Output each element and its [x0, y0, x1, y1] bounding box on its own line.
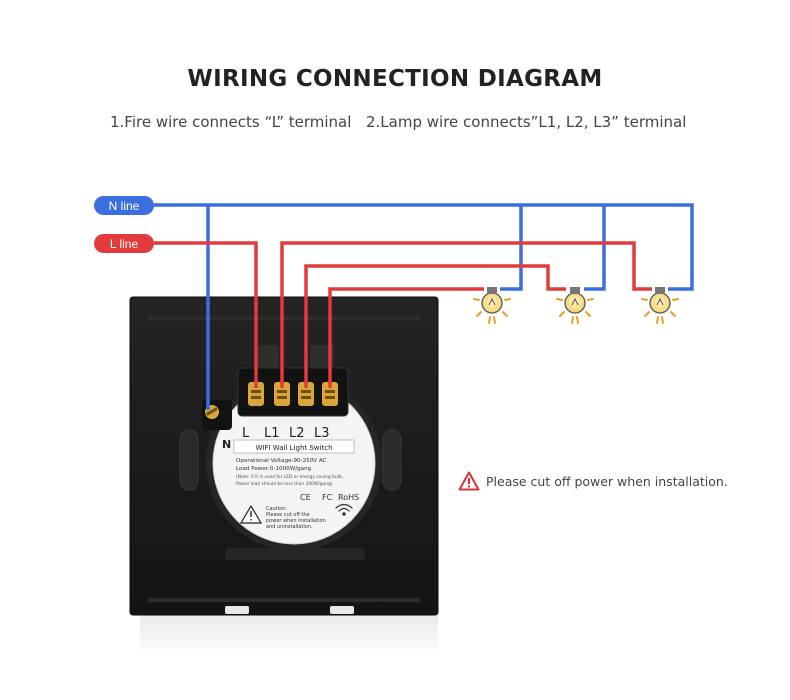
terminal-label-n: N [222, 438, 231, 451]
warning-text: Please cut off power when installation. [486, 473, 728, 489]
terminal-label-l1: L1 [264, 426, 280, 441]
n-wire-lamp2 [584, 205, 606, 291]
caution-line-3: and uninstallation. [266, 524, 313, 530]
page-title: WIRING CONNECTION DIAGRAM [187, 66, 603, 92]
n-line-tag [94, 196, 154, 215]
l-line-tag [94, 234, 154, 253]
caution-title: Caution: [266, 506, 287, 512]
screw-l1 [274, 382, 290, 406]
terminal-label-l: L [242, 426, 250, 441]
n-wire-lamp1 [500, 205, 523, 291]
screw-l [248, 382, 264, 406]
terminal-label-l3: L3 [314, 426, 330, 441]
product-label-box [233, 439, 355, 454]
instruction-step-2: 2.Lamp wire connects”L1, L2, L3” termina… [366, 113, 687, 131]
l-wire-l1-lamp3 [280, 241, 652, 388]
wifi-icon [335, 503, 353, 516]
caution-icon [239, 504, 263, 524]
cert-fcc: FC [322, 493, 333, 502]
l-wire-l2-lamp2 [304, 264, 566, 388]
spec-load: Load Power:0-1000W/gang [236, 466, 312, 472]
screw-l3 [322, 382, 338, 406]
n-line-label: N line [109, 199, 140, 213]
n-wire-main [154, 203, 694, 291]
cert-ce: CE [300, 493, 311, 502]
panel-reflection [140, 615, 438, 655]
instruction-step-1: 1.Fire wire connects “L” terminal [110, 113, 352, 131]
bulb-3 [641, 287, 679, 324]
spec-voltage: Operational Voltage:90-250V AC [236, 458, 327, 464]
l-wire-live [154, 241, 258, 388]
cert-rohs: RoHS [338, 493, 359, 502]
spec-note-1: (Note: if it is used for LED or energy s… [236, 474, 343, 480]
terminal-screws [205, 382, 338, 419]
screw-l2 [298, 382, 314, 406]
l-wire-group [154, 241, 652, 388]
n-wire-group [154, 203, 694, 410]
bulb-2 [556, 287, 594, 324]
caution-line-2: power when installation [266, 518, 326, 524]
warning-notice: Please cut off power when installation. [458, 471, 728, 491]
panel-clip [330, 606, 354, 614]
product-name: WIFI Wall Light Switch [255, 444, 332, 452]
caution-line-1: Please cut off the [266, 512, 310, 518]
warning-icon [458, 471, 480, 491]
l-wire-l3-lamp1 [328, 287, 484, 388]
terminal-label-l2: L2 [289, 426, 305, 441]
panel-clip [225, 606, 249, 614]
l-line-label: L line [110, 237, 139, 251]
bulb-1 [473, 287, 511, 324]
spec-note-2: Power load should be less than 300W/gang… [236, 481, 333, 487]
